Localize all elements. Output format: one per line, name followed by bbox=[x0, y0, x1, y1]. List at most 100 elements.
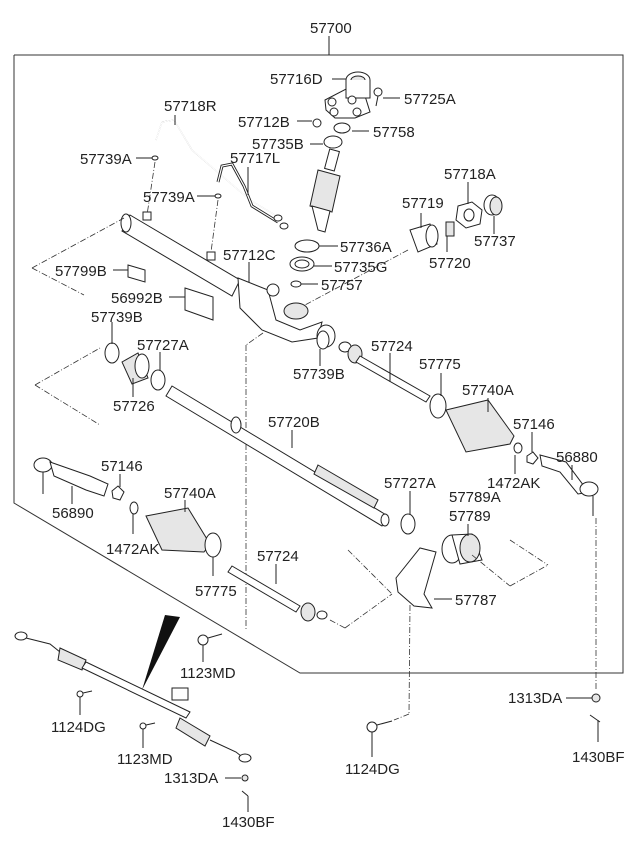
label-57739B-1[interactable]: 57739B bbox=[91, 309, 143, 326]
nut-57146-2[interactable] bbox=[111, 485, 125, 501]
label-57726[interactable]: 57726 bbox=[113, 398, 155, 415]
label-1124DG-2[interactable]: 1124DG bbox=[345, 761, 400, 778]
label-57740A-2[interactable]: 57740A bbox=[164, 485, 216, 502]
clamp-57775-1[interactable] bbox=[429, 393, 447, 419]
label-57739B-2[interactable]: 57739B bbox=[293, 366, 345, 383]
valve-housing-57716D[interactable] bbox=[324, 71, 371, 119]
seal-57736A[interactable] bbox=[294, 239, 320, 253]
label-1124DG-1[interactable]: 1124DG bbox=[51, 719, 106, 736]
bolt-1123MD-2[interactable] bbox=[139, 722, 156, 730]
o-ring-57739A-1[interactable] bbox=[151, 155, 159, 161]
assembly-overview bbox=[14, 615, 252, 763]
label-57720[interactable]: 57720 bbox=[429, 255, 471, 272]
label-57717L[interactable]: 57717L bbox=[230, 150, 280, 167]
bolt-1124DG-1[interactable] bbox=[76, 690, 93, 698]
yoke-plug-57737[interactable] bbox=[483, 194, 503, 216]
clip-1472AK-1[interactable] bbox=[513, 442, 523, 454]
seal-57727A-2[interactable] bbox=[400, 513, 416, 535]
label-57712C[interactable]: 57712C bbox=[223, 247, 276, 264]
label-57712B[interactable]: 57712B bbox=[238, 114, 290, 131]
lock-nut-57718A[interactable] bbox=[455, 201, 483, 229]
pressure-tube-57717L[interactable] bbox=[216, 162, 289, 230]
label-57727A-2[interactable]: 57727A bbox=[384, 475, 436, 492]
label-57775-2[interactable]: 57775 bbox=[195, 583, 237, 600]
label-57724-2[interactable]: 57724 bbox=[257, 548, 299, 565]
cotter-pin-1430BF-1[interactable] bbox=[241, 790, 249, 797]
label-57737[interactable]: 57737 bbox=[474, 233, 516, 250]
rack-57720B[interactable] bbox=[165, 385, 390, 527]
o-ring-57739B-1[interactable] bbox=[104, 342, 120, 364]
seal-57757[interactable] bbox=[290, 280, 302, 288]
label-57757[interactable]: 57757 bbox=[321, 277, 363, 294]
assembly-frame bbox=[13, 36, 624, 674]
label-57789[interactable]: 57789 bbox=[449, 508, 491, 525]
nut-1313DA-2[interactable] bbox=[591, 693, 601, 703]
seal-57735G[interactable] bbox=[289, 256, 315, 272]
o-ring-57739A-2[interactable] bbox=[214, 193, 222, 199]
nut-57146-1[interactable] bbox=[526, 451, 539, 465]
label-57775-1[interactable]: 57775 bbox=[419, 356, 461, 373]
seal-57712B[interactable] bbox=[312, 118, 322, 128]
label-57739A-1[interactable]: 57739A bbox=[80, 151, 132, 168]
seal-57758[interactable] bbox=[333, 122, 351, 134]
clamp-57775-2[interactable] bbox=[204, 532, 222, 558]
label-1313DA-2[interactable]: 1313DA bbox=[508, 690, 562, 707]
label-1313DA-1[interactable]: 1313DA bbox=[164, 770, 218, 787]
clamp-bracket-57787[interactable] bbox=[395, 547, 437, 609]
yoke-57719[interactable] bbox=[409, 223, 439, 253]
label-1123MD-2[interactable]: 1123MD bbox=[117, 751, 173, 768]
bush-57726[interactable] bbox=[121, 352, 150, 385]
label-56880[interactable]: 56880 bbox=[556, 449, 598, 466]
label-57789A[interactable]: 57789A bbox=[449, 489, 501, 506]
label-plate-56992B[interactable] bbox=[184, 287, 214, 321]
seal-57735B[interactable] bbox=[323, 135, 343, 149]
o-ring-57739B-2[interactable] bbox=[316, 330, 330, 350]
inner-tie-rod-57724-2[interactable] bbox=[227, 565, 328, 622]
label-1430BF-1[interactable]: 1430BF bbox=[222, 814, 275, 831]
seal-57727A-1[interactable] bbox=[150, 369, 166, 391]
gear-housing-57712C[interactable] bbox=[120, 211, 336, 348]
label-57718R[interactable]: 57718R bbox=[164, 98, 217, 115]
bolt-1124DG-2[interactable] bbox=[366, 720, 393, 733]
label-1430BF-2[interactable]: 1430BF bbox=[572, 749, 625, 766]
label-57719[interactable]: 57719 bbox=[402, 195, 444, 212]
nut-1313DA-1[interactable] bbox=[241, 774, 249, 782]
label-57700[interactable]: 57700 bbox=[310, 20, 352, 37]
label-57146-2[interactable]: 57146 bbox=[101, 458, 143, 475]
label-57716D[interactable]: 57716D bbox=[270, 71, 323, 88]
label-56890[interactable]: 56890 bbox=[52, 505, 94, 522]
label-57724-1[interactable]: 57724 bbox=[371, 338, 413, 355]
label-57718A[interactable]: 57718A bbox=[444, 166, 496, 183]
tie-rod-end-56890[interactable] bbox=[33, 457, 109, 497]
label-57727A-1[interactable]: 57727A bbox=[137, 337, 189, 354]
label-57736A[interactable]: 57736A bbox=[340, 239, 392, 256]
label-57740A-1[interactable]: 57740A bbox=[462, 382, 514, 399]
leader-lines bbox=[71, 78, 599, 812]
label-57735B[interactable]: 57735B bbox=[252, 136, 304, 153]
label-57739A-2[interactable]: 57739A bbox=[143, 189, 195, 206]
label-57735G[interactable]: 57735G bbox=[334, 259, 387, 276]
label-1123MD-1[interactable]: 1123MD bbox=[180, 665, 236, 682]
pressure-tube-57718R[interactable] bbox=[155, 119, 281, 219]
inner-tie-rod-57724-1[interactable] bbox=[338, 341, 431, 403]
part-labels: 57700 57716D 57725A 57718R 57712B 57758 … bbox=[51, 20, 625, 831]
label-57146-1[interactable]: 57146 bbox=[513, 416, 555, 433]
label-57799B[interactable]: 57799B bbox=[55, 263, 107, 280]
pinion-shaft bbox=[309, 148, 341, 233]
mounting-bushing-57789[interactable] bbox=[441, 533, 483, 565]
bolt-57725A[interactable] bbox=[373, 87, 383, 107]
label-56992B[interactable]: 56992B bbox=[111, 290, 163, 307]
tie-rod-end-56880[interactable] bbox=[539, 454, 599, 516]
boot-57740A-1[interactable] bbox=[445, 399, 515, 453]
label-plate-57799B[interactable] bbox=[127, 264, 146, 283]
label-57758[interactable]: 57758 bbox=[373, 124, 415, 141]
label-57787[interactable]: 57787 bbox=[455, 592, 497, 609]
label-57720B[interactable]: 57720B bbox=[268, 414, 320, 431]
bolt-1123MD-1[interactable] bbox=[197, 633, 223, 646]
label-1472AK-1[interactable]: 1472AK bbox=[487, 475, 540, 492]
label-1472AK-2[interactable]: 1472AK bbox=[106, 541, 159, 558]
spring-57720[interactable] bbox=[445, 221, 455, 237]
label-57725A[interactable]: 57725A bbox=[404, 91, 456, 108]
clip-1472AK-2[interactable] bbox=[129, 501, 139, 515]
